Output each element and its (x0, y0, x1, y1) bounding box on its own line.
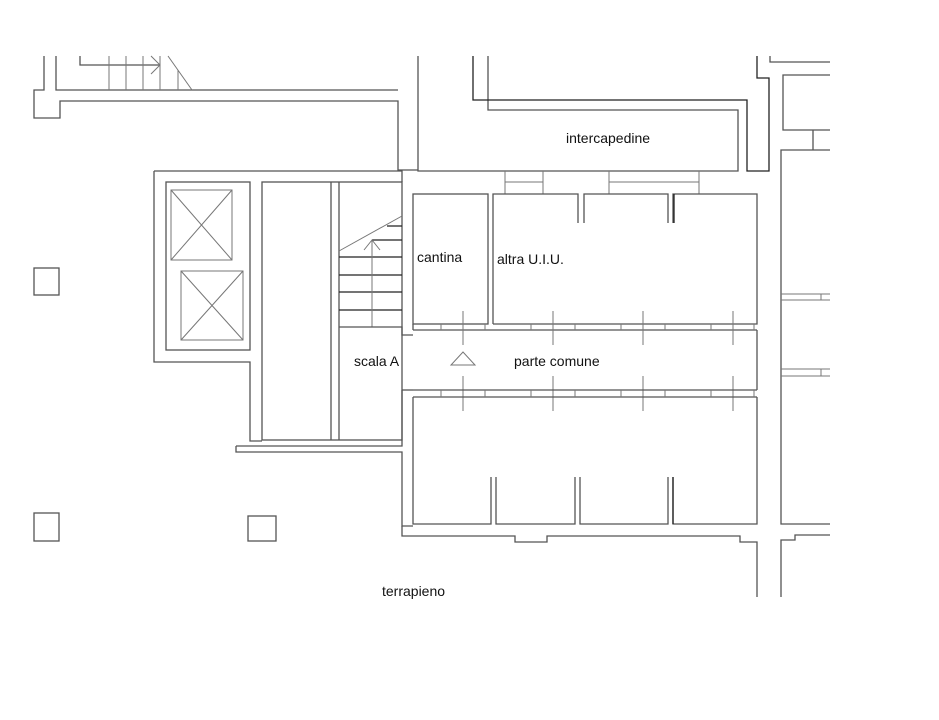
column-3-icon (247, 515, 277, 542)
label-intercapedine: intercapedine (566, 130, 651, 146)
intercapedine-room (417, 56, 770, 194)
upper-cellars (412, 193, 758, 331)
column-2-icon (33, 512, 60, 542)
label-parte-comune: parte comune (514, 353, 600, 369)
stairwell (235, 181, 413, 527)
upper-left-wing (33, 55, 418, 171)
right-wing (769, 56, 830, 597)
orientation-marker-icon (449, 351, 477, 366)
lower-cellars (401, 397, 758, 597)
elevator-block (153, 170, 403, 442)
label-altra-uiu: altra U.I.U. (497, 251, 564, 267)
column-1-icon (33, 267, 60, 296)
elevator-1-icon (170, 189, 233, 261)
corridor (413, 311, 758, 411)
elevator-2-icon (180, 270, 244, 341)
label-terrapieno: terrapieno (382, 583, 446, 599)
label-scala-a: scala A (354, 353, 400, 369)
label-cantina: cantina (417, 249, 463, 265)
